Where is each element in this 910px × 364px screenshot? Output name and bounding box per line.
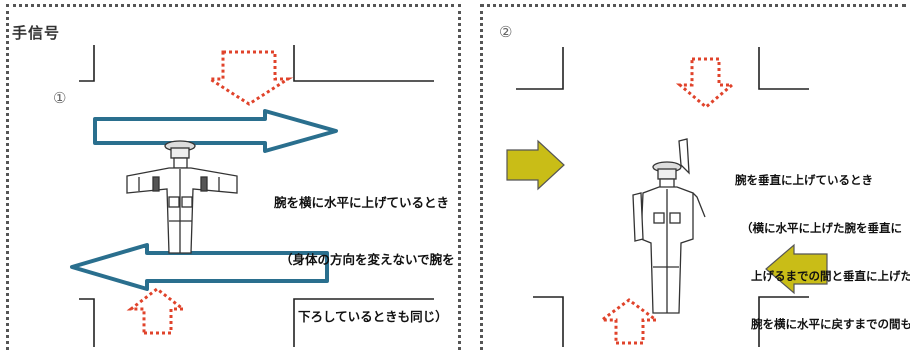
dotted-stop-arrow-bottom <box>126 287 188 335</box>
road-intersection-lines <box>79 45 434 347</box>
caption-line: 上げるまでの間と垂直に上げた <box>751 269 910 283</box>
dotted-stop-arrow-top <box>204 50 294 106</box>
panel-1-caption: 腕を横に水平に上げているとき （身体の方向を変えないで腕を 下ろしているときも同… <box>274 155 455 364</box>
caption-line: 腕を垂直に上げているとき <box>735 173 873 187</box>
panel-2-diagram <box>506 47 828 347</box>
officer-figure <box>126 140 238 254</box>
caption-line: 腕を横に水平に戻すまでの間も同じ） <box>751 317 910 331</box>
signal-panel-2: ② 腕を垂直に上げている <box>480 4 910 350</box>
signal-panel-1: 手信号 ① <box>6 4 461 350</box>
road-intersection-lines <box>516 47 809 347</box>
outline-go-arrow-left <box>70 243 329 291</box>
panel-1-diagram <box>70 45 434 347</box>
panel-2-caption: 腕を垂直に上げているとき （横に水平に上げた腕を垂直に 上げるまでの間と垂直に上… <box>735 140 910 364</box>
caption-line: 下ろしているときも同じ） <box>298 309 448 324</box>
caption-line: 腕を横に水平に上げているとき <box>274 195 450 210</box>
panel-1-number: ① <box>53 89 67 107</box>
officer-figure <box>632 138 706 314</box>
yellow-caution-arrow-right <box>506 139 565 191</box>
caption-line: （横に水平に上げた腕を垂直に <box>741 221 902 235</box>
outline-go-arrow-right <box>93 109 338 153</box>
dotted-stop-arrow-bottom <box>597 298 661 345</box>
yellow-caution-arrow-left <box>765 243 828 295</box>
panel-2-number: ② <box>499 23 513 41</box>
caption-line: （身体の方向を変えないで腕を <box>280 252 455 267</box>
section-title: 手信号 <box>12 24 61 42</box>
dotted-stop-arrow-top <box>675 57 737 109</box>
